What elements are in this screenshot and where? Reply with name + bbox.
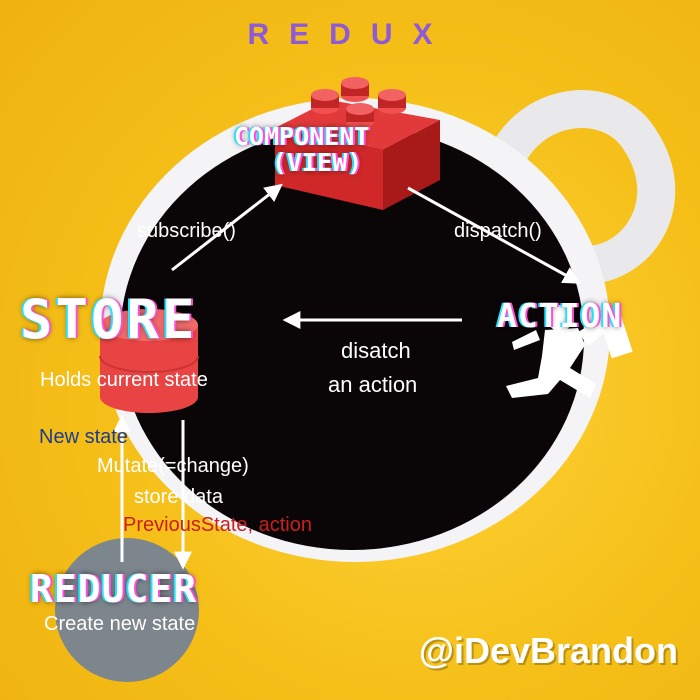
running-person-icon [506,305,633,398]
subscribe-arrow [171,183,283,272]
component-label-line2: (VIEW) [272,148,363,177]
dispatch-arrow [407,186,582,284]
new-state-label: New state [39,426,128,448]
mutate-label-line1: Mutate(=change) [97,455,249,477]
author-handle: @iDevBrandon [418,630,678,671]
coffee-surface [120,126,584,550]
action-label: ACTION [497,296,623,335]
store-description: Holds current state [40,369,208,391]
reducer-circle [55,538,199,682]
component-label-line1: COMPONENT [234,122,370,151]
reducer-description: Create new state [44,613,196,635]
reducer-label: REDUCER [30,567,198,611]
store-label: STORE [20,288,198,351]
lego-brick-icon [275,77,440,210]
dispatch-action-label-line2: an action [328,372,418,397]
mutate-label-line2: store data [134,486,223,508]
subscribe-label: subscribe() [137,220,236,242]
database-icon [99,309,199,413]
previous-state-label: PreviousState, action [123,514,312,536]
dispatch-action-label-line1: disatch [341,338,411,363]
cup-handle [481,90,676,284]
dispatch-label: dispatch() [454,220,542,242]
diagram-title: REDUX [247,18,453,51]
